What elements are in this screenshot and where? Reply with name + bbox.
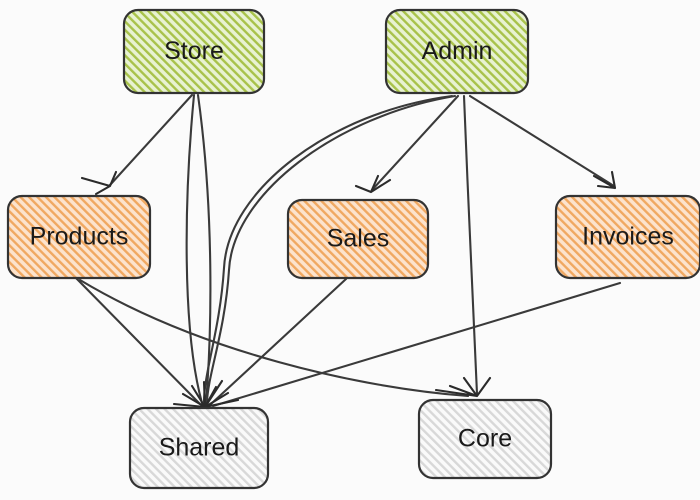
edge-admin-core (462, 94, 479, 396)
edges-layer (74, 93, 622, 408)
node-sales[interactable]: Sales (286, 198, 430, 280)
node-label-invoices: Invoices (582, 223, 674, 251)
node-shared[interactable]: Shared (128, 406, 270, 490)
arrowheads-layer (80, 170, 617, 409)
edge-admin-shared-b (205, 94, 457, 404)
node-box-store (122, 8, 266, 95)
node-box-admin (384, 8, 530, 95)
edge-store-shared-b (196, 93, 212, 405)
node-core[interactable]: Core (417, 398, 553, 480)
node-store[interactable]: Store (122, 8, 266, 95)
node-box-sales (286, 198, 430, 280)
edge-store-products (108, 93, 194, 187)
node-box-invoices (554, 194, 700, 280)
arrow-shared (172, 379, 240, 409)
edge-sales-shared (209, 277, 348, 406)
arrow-sales (354, 174, 392, 194)
edge-store-shared-a (185, 93, 204, 405)
node-label-store: Store (164, 37, 224, 65)
edge-admin-sales (370, 94, 460, 192)
node-box-products (6, 194, 152, 280)
node-invoices[interactable]: Invoices (554, 194, 700, 280)
node-label-admin: Admin (422, 37, 493, 65)
node-label-products: Products (30, 223, 129, 251)
edge-admin-invoices (468, 94, 616, 188)
node-label-core: Core (458, 425, 512, 453)
edge-invoices-shared (211, 281, 622, 408)
arrow-invoices (592, 170, 617, 190)
node-label-sales: Sales (327, 225, 390, 253)
arrow-core (434, 376, 492, 398)
node-label-shared: Shared (159, 434, 240, 462)
node-admin[interactable]: Admin (384, 8, 530, 95)
edge-products-shared (74, 276, 202, 406)
arrow-products (80, 170, 118, 196)
edge-admin-shared-a (202, 94, 454, 404)
node-box-core (417, 398, 553, 480)
node-box-shared (128, 406, 270, 490)
node-products[interactable]: Products (6, 194, 152, 280)
edge-products-core (78, 278, 470, 398)
